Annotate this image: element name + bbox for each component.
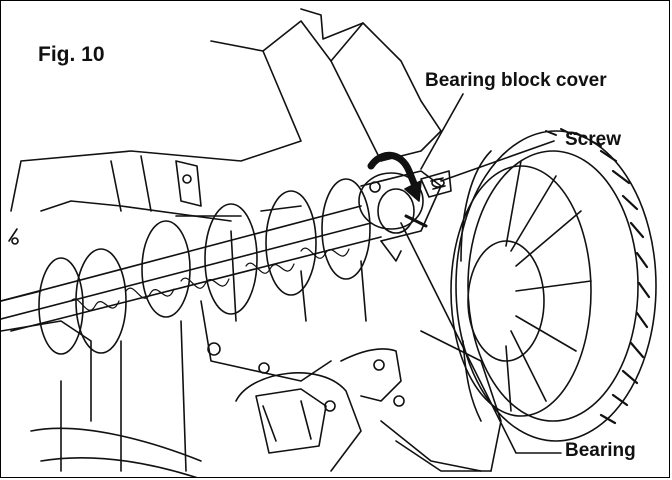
callout-bearing: Bearing <box>565 440 636 461</box>
wheel <box>450 128 657 442</box>
rotation-arrow <box>367 151 422 202</box>
lower-frame <box>1 290 502 477</box>
housing-plate <box>8 8 442 245</box>
reel-shaft <box>1 205 382 332</box>
callout-screw: Screw <box>565 129 621 150</box>
reel-blades <box>38 178 371 355</box>
figure-title: Fig. 10 <box>38 43 105 66</box>
screw <box>420 170 452 198</box>
bearing-block <box>358 170 442 262</box>
leader-lines <box>400 93 562 454</box>
callout-bearing-block-cover: Bearing block cover <box>425 70 607 91</box>
